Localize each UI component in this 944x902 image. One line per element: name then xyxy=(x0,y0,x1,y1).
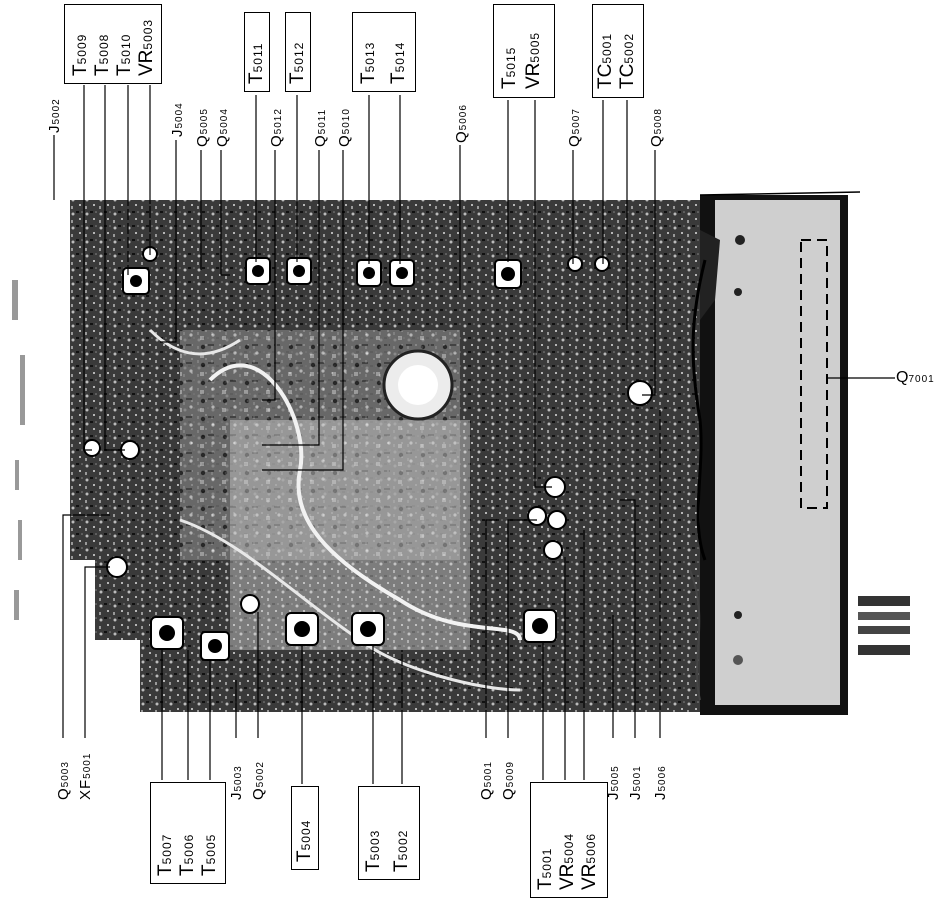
q5006-label: Q5006 xyxy=(453,104,470,143)
label-box-t5003-group xyxy=(358,786,420,880)
small-components xyxy=(83,246,653,614)
xf5001-label: XF5001 xyxy=(77,752,94,800)
cable xyxy=(689,569,701,701)
j5001-label: J5001 xyxy=(627,765,644,800)
pcb-light-area-2 xyxy=(230,420,470,650)
label-box-t5009-group xyxy=(64,4,162,84)
t5013-label: T5013 xyxy=(358,41,379,84)
q5007-label: Q5007 xyxy=(566,108,583,147)
label-box-t5013-group xyxy=(352,12,416,92)
right-connector xyxy=(858,596,910,655)
chassis-hole xyxy=(735,235,745,245)
j5004-label: J5004 xyxy=(169,102,186,137)
transformer-cores-bottom xyxy=(159,618,548,653)
vr5006-label: VR5006 xyxy=(579,832,600,890)
j5006-label: J5006 xyxy=(652,765,669,800)
label-box-t5001-group xyxy=(530,782,608,898)
transformer-cores-top xyxy=(130,265,515,287)
t5010-label: T5010 xyxy=(114,33,135,76)
t5015-label: T5015 xyxy=(499,46,520,89)
q7001-outline xyxy=(800,239,828,509)
vr5005-label: VR5005 xyxy=(523,31,544,89)
q5004-label: Q5004 xyxy=(214,108,231,147)
chassis-edge xyxy=(699,191,861,196)
t5009-label: T5009 xyxy=(70,33,91,76)
q5009-label: Q5009 xyxy=(500,761,517,800)
t5002-label: T5002 xyxy=(391,829,412,872)
label-box-t5011 xyxy=(244,12,270,92)
t5004-label: T5004 xyxy=(294,819,315,862)
j5005-label: J5005 xyxy=(605,765,622,800)
t5014-label: T5014 xyxy=(388,41,409,84)
q5005-label: Q5005 xyxy=(194,108,211,147)
tc5002-label: TC5002 xyxy=(617,32,638,89)
q5010-label: Q5010 xyxy=(336,108,353,147)
t5005-label: T5005 xyxy=(199,833,220,876)
q5008-label: Q5008 xyxy=(648,108,665,147)
label-box-t5007-group xyxy=(150,782,226,884)
t5012-label: T5012 xyxy=(287,41,308,84)
t5008-label: T5008 xyxy=(92,33,113,76)
capacitor-top xyxy=(398,365,438,405)
leader-lines xyxy=(53,85,661,784)
scan-artifacts xyxy=(12,280,25,620)
vr5003-label: VR5003 xyxy=(136,18,157,76)
wire xyxy=(148,328,241,356)
j5003-label: J5003 xyxy=(228,765,245,800)
tc5001-label: TC5001 xyxy=(595,32,616,89)
q5001-label: Q5001 xyxy=(478,761,495,800)
q5012-label: Q5012 xyxy=(268,108,285,147)
t5003-label: T5003 xyxy=(363,829,384,872)
q5003-label: Q5003 xyxy=(55,761,72,800)
chassis-bracket xyxy=(700,230,720,320)
chassis-plate xyxy=(715,200,840,705)
q7001-label: Q7001 xyxy=(896,369,935,386)
t5011-label: T5011 xyxy=(246,42,267,84)
label-box-tc5001-group xyxy=(592,4,644,98)
chassis-hole xyxy=(734,288,742,296)
t5001-label: T5001 xyxy=(535,847,556,890)
chassis-hole xyxy=(733,655,743,665)
cable xyxy=(691,259,707,561)
vr5004-label: VR5004 xyxy=(557,832,578,890)
chassis-hole xyxy=(734,611,742,619)
j5002-label: J5002 xyxy=(46,98,63,133)
q5011-label: Q5011 xyxy=(312,108,329,147)
t5007-label: T5007 xyxy=(155,833,176,876)
label-box-t5004 xyxy=(291,786,319,870)
label-box-t5012 xyxy=(285,12,311,92)
t5006-label: T5006 xyxy=(177,833,198,876)
label-box-t5015-group xyxy=(493,4,555,98)
wire xyxy=(208,363,522,641)
q5002-label: Q5002 xyxy=(250,761,267,800)
